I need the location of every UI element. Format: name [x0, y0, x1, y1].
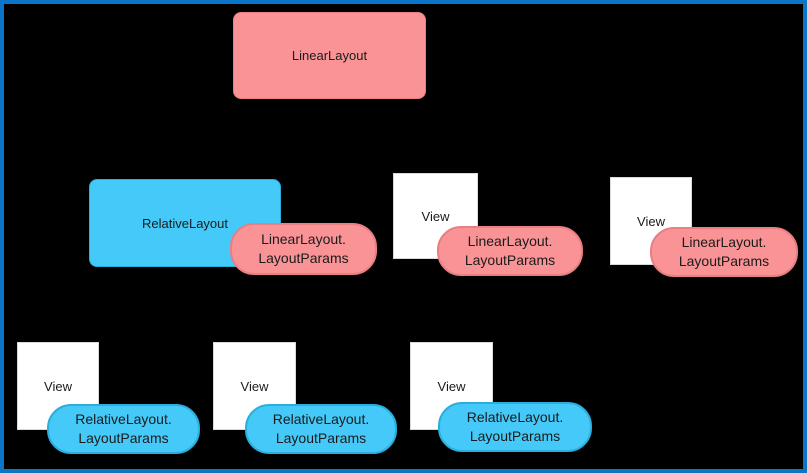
- badge-relativelayout-layoutparams: RelativeLayout. LayoutParams: [438, 402, 592, 452]
- node-linearlayout-label: LinearLayout: [291, 48, 368, 63]
- badge-linearlayout-layoutparams: LinearLayout. LayoutParams: [437, 226, 583, 276]
- node-linearlayout: LinearLayout: [233, 12, 426, 99]
- node-view-label: View: [240, 378, 269, 394]
- badge-line2: LayoutParams: [275, 430, 367, 446]
- node-view-label: View: [44, 378, 72, 394]
- badge-line1: RelativeLayout.: [466, 409, 564, 425]
- node-view-label: View: [437, 378, 466, 394]
- node-relativelayout-label: RelativeLayout: [142, 215, 228, 231]
- badge-line2: LayoutParams: [464, 252, 556, 268]
- badge-linearlayout-layoutparams: LinearLayout. LayoutParams: [650, 227, 798, 277]
- node-view-label: View: [421, 208, 450, 224]
- badge-line1: RelativeLayout.: [75, 411, 172, 427]
- badge-linearlayout-layoutparams: LinearLayout. LayoutParams: [230, 223, 377, 275]
- badge-line2: LayoutParams: [78, 430, 169, 446]
- badge-relativelayout-layoutparams: RelativeLayout. LayoutParams: [47, 404, 200, 454]
- badge-line1: RelativeLayout.: [272, 411, 370, 427]
- badge-line2: LayoutParams: [258, 250, 349, 266]
- badge-line1: LinearLayout.: [681, 234, 767, 250]
- badge-line2: LayoutParams: [678, 253, 770, 269]
- node-view-label: View: [637, 213, 665, 229]
- badge-line1: LinearLayout.: [261, 231, 346, 247]
- badge-line1: LinearLayout.: [467, 233, 553, 249]
- badge-line2: LayoutParams: [469, 428, 561, 444]
- badge-relativelayout-layoutparams: RelativeLayout. LayoutParams: [245, 404, 397, 454]
